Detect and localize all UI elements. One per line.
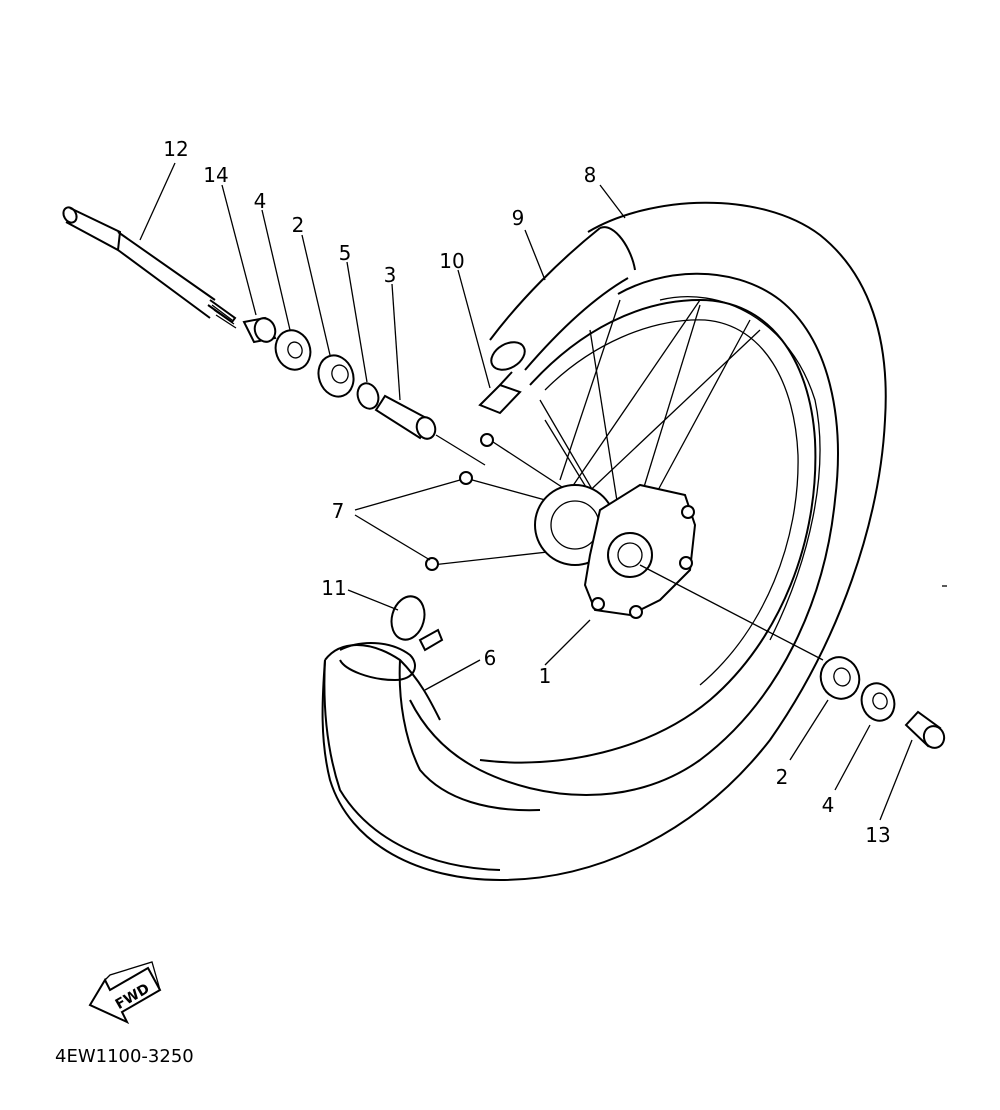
rim <box>323 298 817 871</box>
hub <box>534 483 697 619</box>
circlip <box>356 382 380 410</box>
callout-numbers: 12 14 4 2 5 3 10 9 8 7 11 6 1 2 4 13 <box>163 137 890 847</box>
bearing-left <box>317 354 355 398</box>
callout-valve-cap: 11 <box>321 576 346 600</box>
callout-collar-left: 14 <box>203 163 228 187</box>
rim-band <box>478 371 522 415</box>
callout-tube: 9 <box>512 206 525 230</box>
collar-right <box>904 710 946 749</box>
axle <box>62 206 237 329</box>
leader-lines <box>139 162 913 821</box>
spacer <box>374 394 437 440</box>
callout-rim-band: 10 <box>439 249 464 273</box>
spokes <box>425 299 761 571</box>
assembly-axis <box>435 434 824 661</box>
callout-oil-seal-right: 4 <box>822 793 835 817</box>
callout-rim: 6 <box>484 646 497 670</box>
callout-hub: 1 <box>539 664 552 688</box>
callout-spacer: 3 <box>384 263 397 287</box>
tube <box>489 226 636 371</box>
callout-tire: 8 <box>584 163 597 187</box>
diagram-code: 4EW1100-3250 <box>55 1046 194 1067</box>
callout-bearing-left: 2 <box>292 213 305 237</box>
callout-bearing-right: 2 <box>776 765 789 789</box>
bearing-right <box>819 656 861 700</box>
callout-axle: 12 <box>163 137 188 161</box>
callout-oil-seal-left: 4 <box>254 189 267 213</box>
collar-left <box>242 316 277 344</box>
callout-spokes: 7 <box>332 499 345 523</box>
oil-seal-right <box>860 682 896 722</box>
callout-circlip: 5 <box>339 241 352 265</box>
callout-collar-right: 13 <box>865 823 890 847</box>
valve-cap <box>339 595 444 682</box>
oil-seal-left <box>274 329 312 371</box>
fwd-arrow-icon: FWD <box>88 961 162 1025</box>
